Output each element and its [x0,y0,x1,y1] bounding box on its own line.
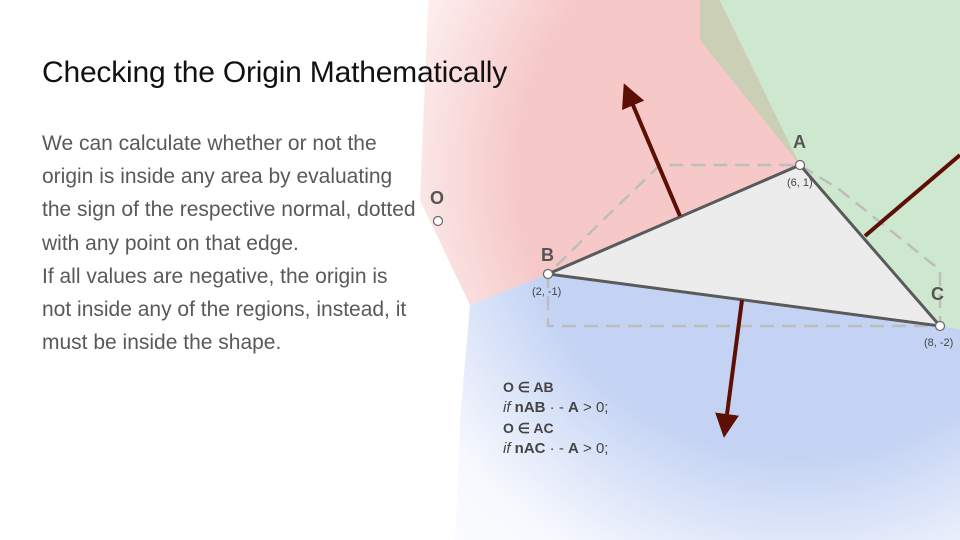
dashed-outline [546,163,942,328]
normal-ac-line [863,153,960,238]
point-c [934,320,946,332]
body-paragraph: If all values are negative, the origin i… [42,264,407,355]
origin-label: O [430,188,444,208]
point-a-label: A [793,132,806,152]
slide-body: We can calculate whether or not the orig… [42,127,417,359]
point-c-label: C [931,284,944,304]
triangle-abc [542,163,944,329]
formula-condition-ab: if nAB · - A > 0; [503,399,609,416]
slide-title: Checking the Origin Mathematically [42,56,508,89]
point-b-label: B [541,245,554,265]
body-paragraph: We can calculate whether or not the orig… [42,132,416,255]
formula-membership-ab: O ∈ AB [503,379,554,395]
formula-condition-ac: if nAC · - A > 0; [503,440,609,457]
normal-bc-arrow [715,299,744,438]
point-c-coords: (8, -2) [924,337,953,349]
point-a-coords: (6, 1) [787,177,813,189]
point-b-coords: (2, -1) [532,286,561,298]
origin-point [432,215,444,227]
point-a [794,159,806,171]
formula-membership-ac: O ∈ AC [503,420,554,436]
point-b [542,268,554,280]
formula-block: O ∈ AB if nAB · - A > 0; O ∈ AC if nAC ·… [503,377,608,459]
normal-ab-arrow [622,83,682,217]
